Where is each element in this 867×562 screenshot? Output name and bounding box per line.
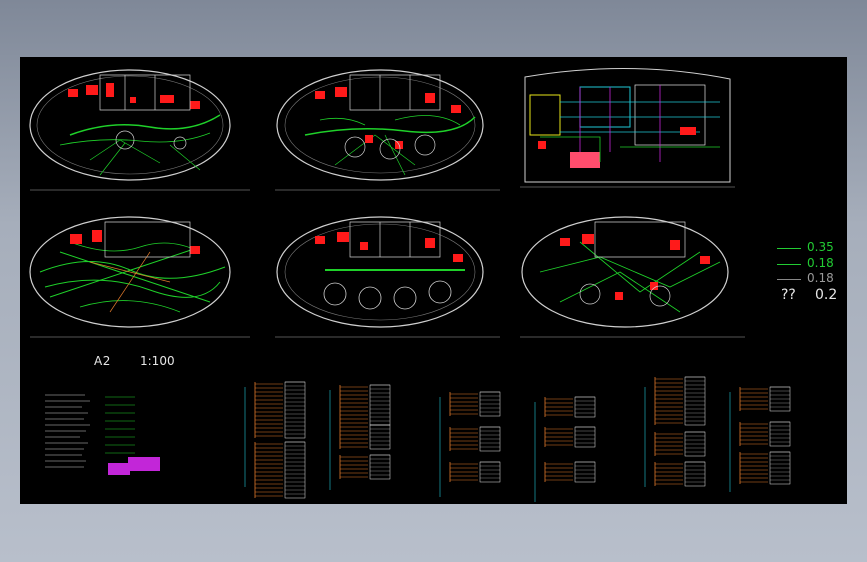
drawing-scale-title: A2 (94, 354, 111, 368)
drawing-scale-ratio: 1:100 (140, 354, 175, 368)
legend-label: 0.18 (807, 256, 834, 270)
floor-plan-1 (29, 69, 250, 191)
wiring-diagram-group-5 (644, 376, 706, 487)
wiring-diagram-group-6 (729, 386, 791, 492)
legend-value: 0.2 (815, 287, 838, 303)
material-schedule (45, 394, 160, 475)
legend-item-1: 0.35 (777, 240, 847, 256)
wiring-diagram-group-1 (244, 381, 306, 499)
legend-item-2: 0.18 (777, 256, 847, 272)
legend-line-swatch (777, 248, 801, 249)
legend-item-4: ?? 0.2 (777, 287, 847, 303)
wiring-diagram-group-2 (329, 384, 391, 490)
floor-plan-2 (275, 69, 500, 191)
cad-drawing-canvas[interactable]: A2 1:100 0.35 0.18 0.18 ?? 0.2 (20, 57, 847, 504)
legend-label: 0.18 (807, 271, 834, 285)
legend-line-swatch (777, 279, 801, 280)
legend-label: 0.35 (807, 240, 834, 254)
legend-line-swatch (777, 264, 801, 265)
floor-plan-5 (275, 216, 500, 338)
floor-plan-4 (29, 216, 250, 338)
legend-prefix: ?? (781, 287, 796, 303)
cad-drawing (29, 67, 791, 502)
wiring-diagram-group-4 (534, 396, 596, 502)
floor-plan-3 (520, 67, 735, 188)
legend-item-3: 0.18 (777, 271, 847, 287)
wiring-diagram-group-3 (439, 391, 501, 497)
floor-plan-6 (520, 216, 745, 338)
